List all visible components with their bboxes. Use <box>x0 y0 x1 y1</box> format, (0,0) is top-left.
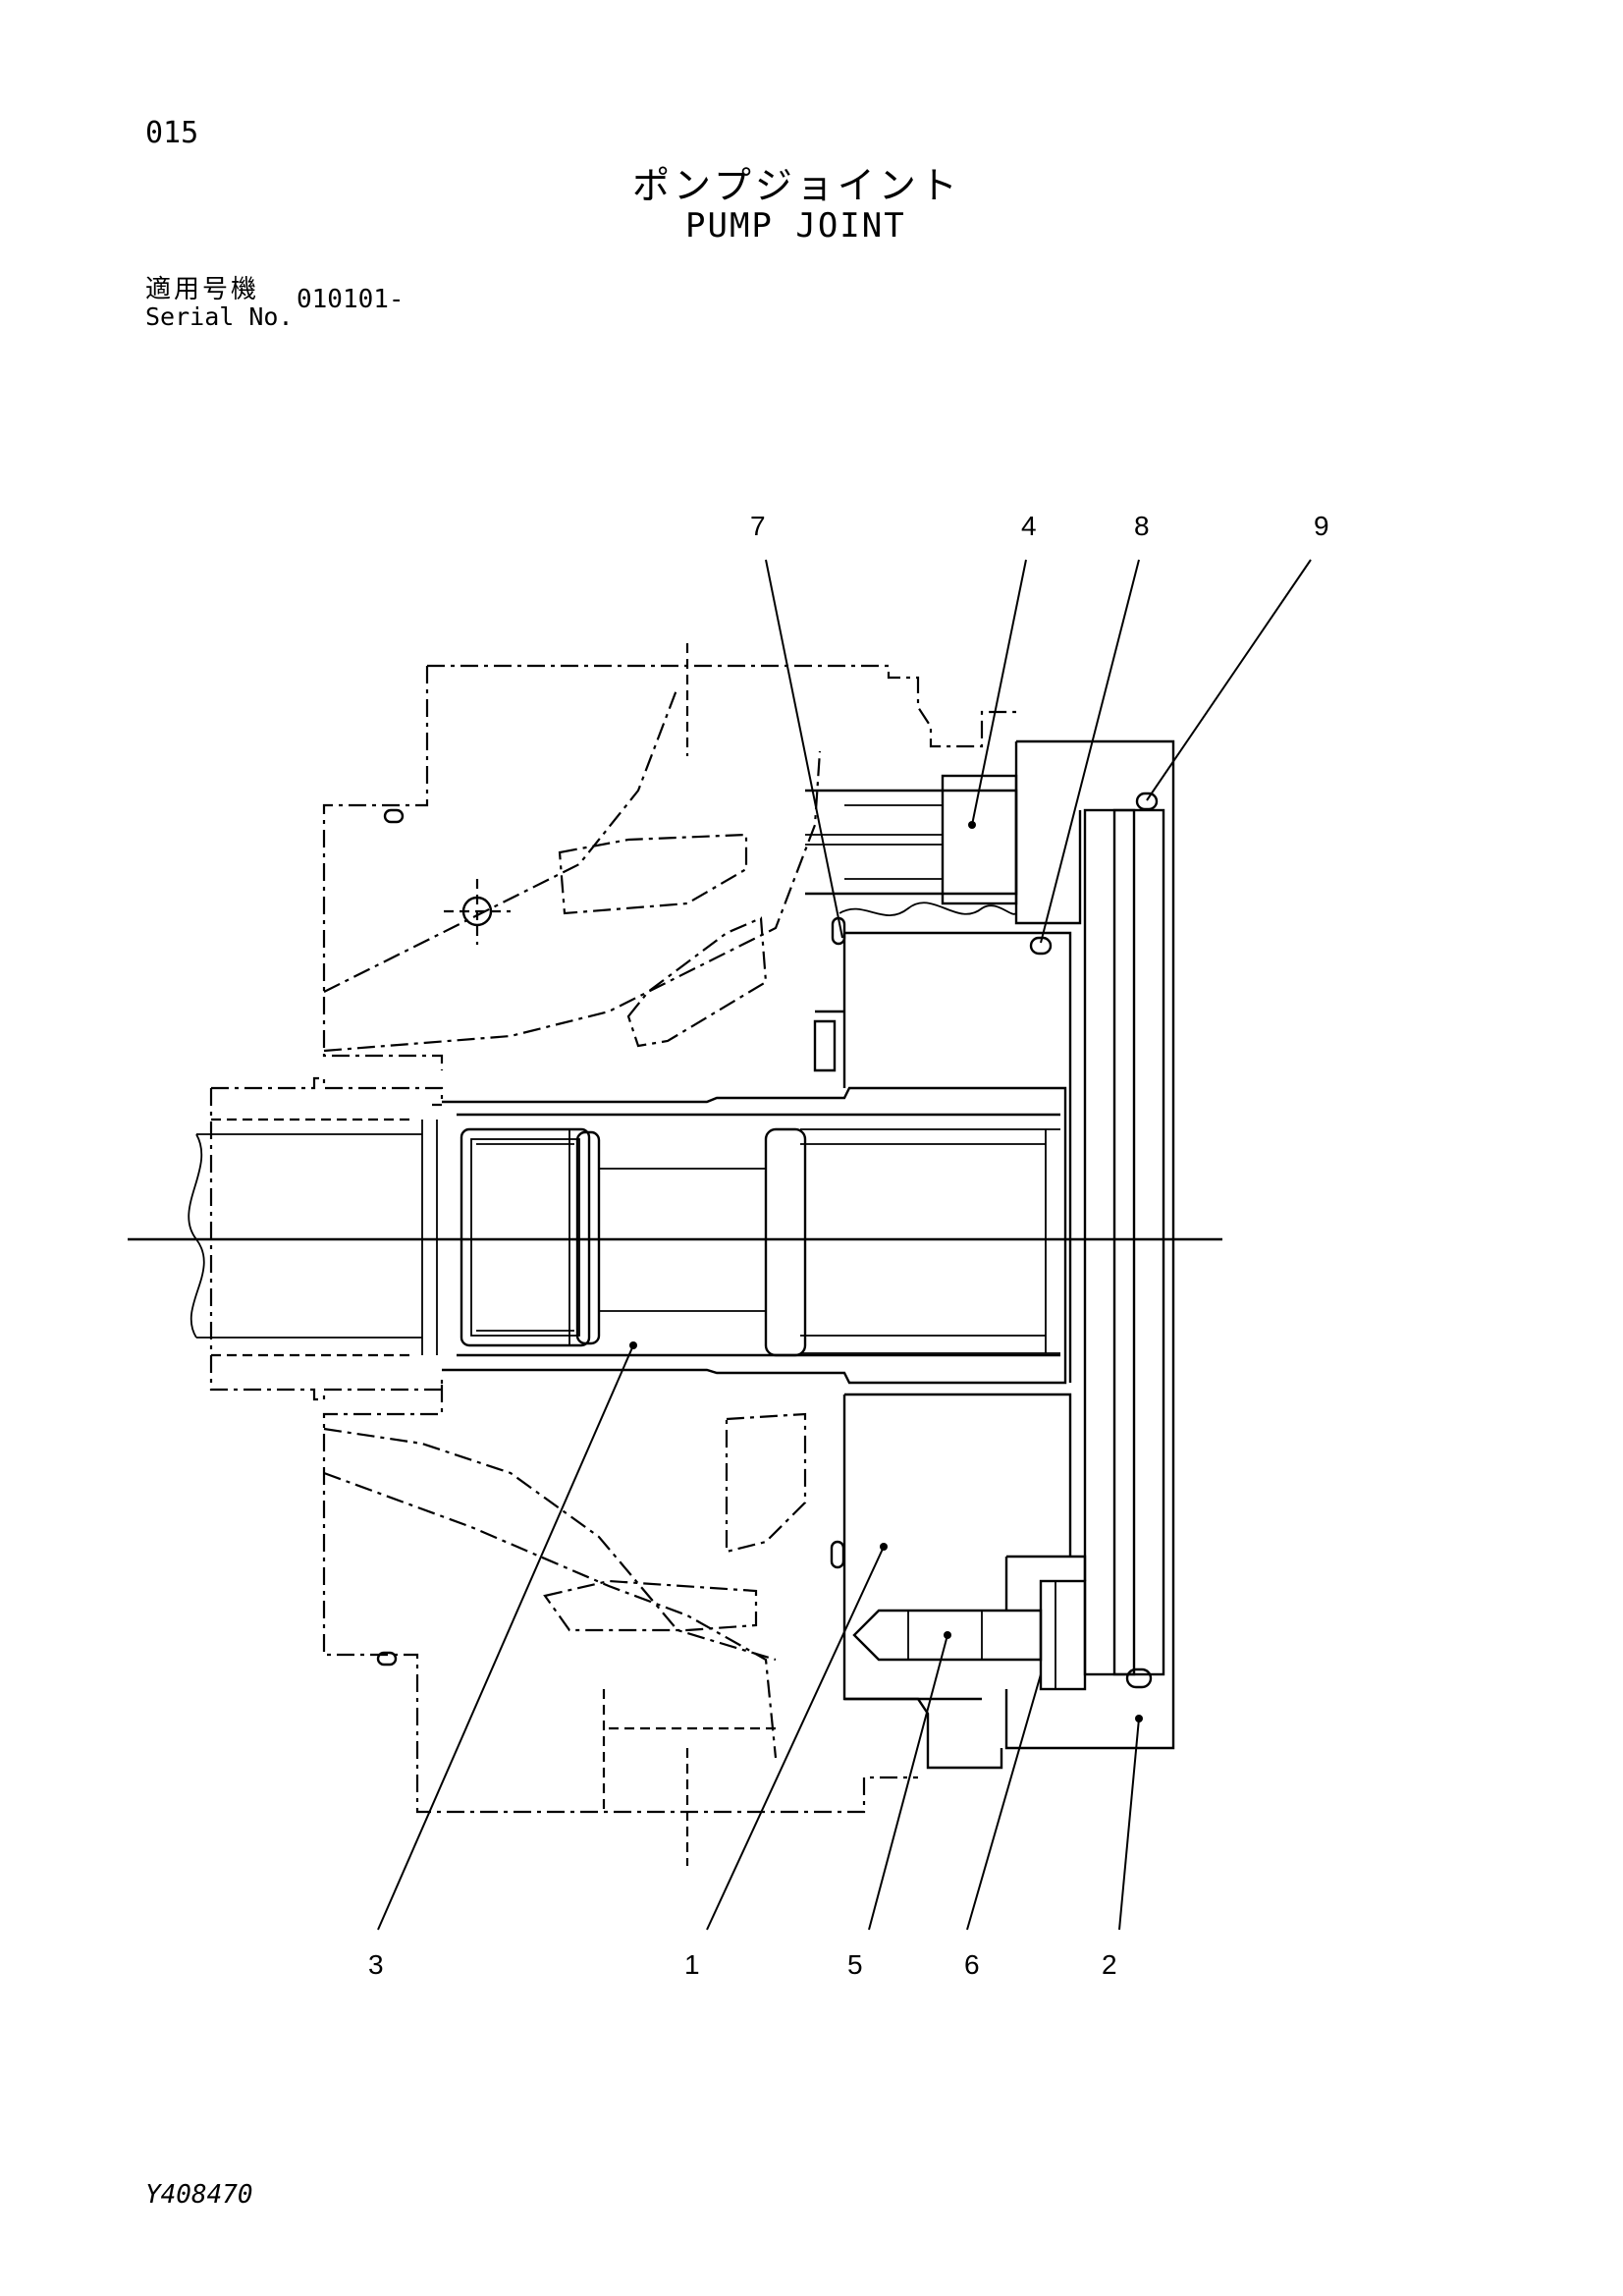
callout-5: 5 <box>847 1949 863 1980</box>
leader-4 <box>971 559 1027 826</box>
callout-2: 2 <box>1102 1949 1117 1980</box>
housing-upper-rib <box>323 686 679 993</box>
callout-4: 4 <box>1021 511 1037 541</box>
small-oval <box>383 808 405 824</box>
callout-9: 9 <box>1314 511 1329 541</box>
callout-3: 3 <box>368 1949 384 1980</box>
housing-upper-left <box>322 666 444 1070</box>
plate-oring-lower <box>1125 1667 1153 1689</box>
housing-window-upper2 <box>558 833 748 915</box>
plate-rib <box>1112 808 1136 1676</box>
housing-lower-rib <box>323 1471 778 1759</box>
housing-window-lower2 <box>725 1412 807 1554</box>
housing-lower-rib2 <box>323 1427 777 1662</box>
page-number: 015 <box>145 116 199 150</box>
callout-8: 8 <box>1134 511 1150 541</box>
housing-window-lower <box>543 1579 758 1632</box>
title-japanese: ポンプジョイント <box>632 164 961 207</box>
leader-1 <box>706 1546 885 1931</box>
bolt-4-head <box>941 774 1018 905</box>
serial-label-english: Serial No. <box>145 302 294 331</box>
drawing-number: Y408470 <box>145 2180 253 2210</box>
title-english: PUMP JOINT <box>685 206 906 246</box>
break-line-top <box>839 902 1017 916</box>
housing-lower-left <box>322 1385 918 1814</box>
oring-8 <box>1029 936 1053 956</box>
washer-6 <box>1039 1579 1087 1691</box>
flange-oring-lower <box>830 1540 845 1569</box>
flange <box>815 931 1072 1701</box>
housing-upper-rib2 <box>323 750 822 1053</box>
callout-6: 6 <box>964 1949 980 1980</box>
serial-label-japanese: 適用号機 <box>145 275 260 304</box>
oring-9 <box>1135 792 1159 811</box>
leader-7 <box>765 559 843 939</box>
plate <box>1004 739 1175 1750</box>
coupling-hub <box>442 1086 1067 1385</box>
small-oval-lower <box>376 1651 398 1667</box>
leader-2 <box>1118 1718 1140 1931</box>
housing-upper-outline <box>427 664 1016 748</box>
housing-window-upper <box>626 916 768 1048</box>
callout-1: 1 <box>684 1949 700 1980</box>
leader-3 <box>377 1344 634 1931</box>
spline-bore-right <box>764 1127 807 1357</box>
plate-inner <box>1083 808 1165 1676</box>
leader-9 <box>1146 559 1312 801</box>
leader-5 <box>868 1634 948 1931</box>
bolt-5 <box>852 1609 1043 1662</box>
leader-8 <box>1040 559 1140 944</box>
shaft-break <box>188 1133 205 1339</box>
pump-shaft-outline <box>211 1076 444 1107</box>
spline-ring <box>575 1130 601 1345</box>
callout-7: 7 <box>750 511 766 541</box>
leader-6 <box>966 1673 1042 1931</box>
serial-number-value: 010101- <box>297 285 405 314</box>
